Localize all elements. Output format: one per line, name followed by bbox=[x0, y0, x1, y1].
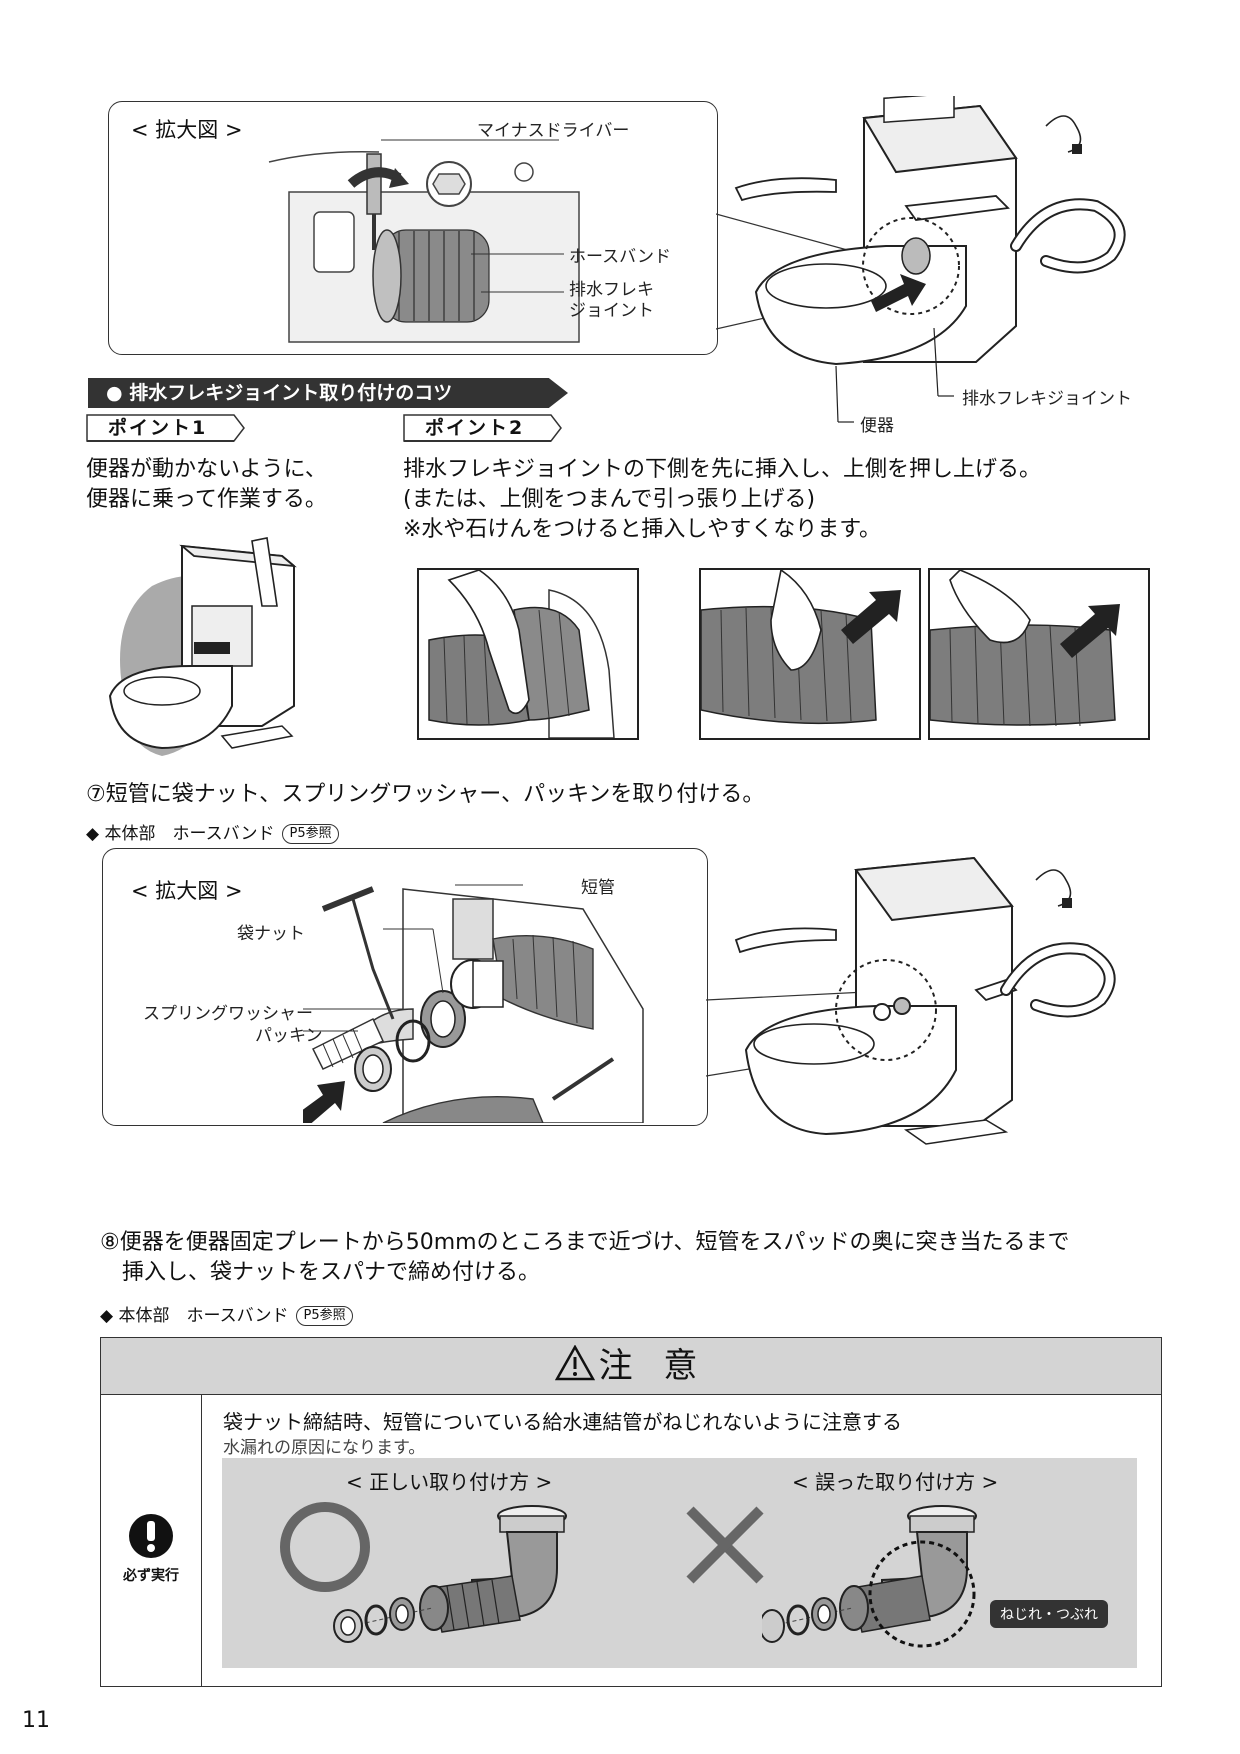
step8-text-line1: ⑧便器を便器固定プレートから50mmのところまで近づけ、短管をスパッドの奥に突き… bbox=[100, 1230, 1070, 1255]
twist-badge: ねじれ・つぶれ bbox=[990, 1600, 1108, 1628]
label-flex-joint-main: 排水フレキジョイント bbox=[962, 389, 1132, 409]
step8-ref-pill: P5参照 bbox=[296, 1306, 353, 1326]
step8-text-line2: 挿入し、袋ナットをスパナで締め付ける。 bbox=[122, 1260, 541, 1285]
label-toilet-main: 便器 bbox=[860, 416, 894, 436]
zoom-title: < 拡大図 > bbox=[131, 118, 243, 142]
point1-label: ポイント1 bbox=[108, 417, 208, 439]
step7-parts-label: ◆ 本体部 ホースバンド bbox=[86, 824, 275, 844]
caution-left-column: 必ず実行 bbox=[101, 1395, 202, 1686]
correct-label: < 正しい取り付け方 > bbox=[346, 1470, 553, 1494]
point2-tab: ポイント2 bbox=[403, 414, 563, 442]
page-number: 11 bbox=[22, 1708, 50, 1733]
step7-zoom-illustration bbox=[303, 884, 644, 1123]
step8-parts-label: ◆ 本体部 ホースバンド bbox=[100, 1306, 289, 1326]
wrong-cross-icon bbox=[686, 1506, 764, 1584]
correct-pipe-illustration bbox=[333, 1505, 567, 1643]
point1-text-line1: 便器が動かないように、 bbox=[86, 457, 327, 482]
label-bag-nut: 袋ナット bbox=[237, 924, 305, 944]
toilet-main-illustration-step7 bbox=[706, 856, 1116, 1145]
label-hose-band: ホースバンド bbox=[569, 247, 671, 267]
caution-sub: 水漏れの原因になります。 bbox=[223, 1438, 426, 1458]
step7-zoom-title: < 拡大図 > bbox=[131, 879, 243, 903]
point1-tab: ポイント1 bbox=[86, 414, 246, 442]
point2-photo-3 bbox=[928, 568, 1150, 740]
step8-parts: ◆ 本体部 ホースバンド P5参照 bbox=[100, 1301, 353, 1326]
caution-header: 注 意 bbox=[101, 1338, 1161, 1395]
point1-text-line2: 便器に乗って作業する。 bbox=[86, 487, 327, 512]
caution-box: 注 意 必ず実行 袋ナット締結時、短管についている給水連結管がねじれないように注… bbox=[100, 1337, 1162, 1687]
label-spring-washer: スプリングワッシャー bbox=[143, 1004, 313, 1024]
wrong-label: < 誤った取り付け方 > bbox=[792, 1470, 999, 1494]
caution-heading: 袋ナット締結時、短管についている給水連結管がねじれないように注意する bbox=[223, 1410, 902, 1434]
install-comparison-panel: < 正しい取り付け方 > < 誤った取り付け方 > ねじれ・つぶれ bbox=[222, 1458, 1137, 1668]
label-screwdriver: マイナスドライバー bbox=[477, 121, 630, 141]
label-short-pipe: 短管 bbox=[581, 878, 615, 898]
point2-text-line2: (または、上側をつまんで引っ張り上げる) bbox=[403, 487, 816, 512]
point2-text-line3: ※水や石けんをつけると挿入しやすくなります。 bbox=[403, 517, 882, 542]
step7-ref-pill: P5参照 bbox=[282, 824, 339, 844]
label-flex-joint: 排水フレキ ジョイント bbox=[569, 280, 654, 321]
point2-photo-2 bbox=[699, 568, 921, 740]
drain-joint-zoom-illustration bbox=[268, 139, 580, 343]
label-packing: パッキン bbox=[255, 1026, 323, 1046]
point2-photo-1 bbox=[417, 568, 639, 740]
point1-illustration bbox=[108, 537, 297, 756]
wrong-pipe-illustration bbox=[762, 1505, 977, 1648]
step7-parts: ◆ 本体部 ホースバンド P5参照 bbox=[86, 819, 339, 844]
tips-banner: ● 排水フレキジョイント取り付けのコツ bbox=[88, 378, 568, 408]
must-do-label: 必ず実行 bbox=[123, 1568, 179, 1584]
top-zoom-box: < 拡大図 > マイナスドライバー ホースバンド 排水フレキ ジョイント bbox=[108, 101, 718, 355]
caution-title: 注 意 bbox=[598, 1346, 708, 1386]
step7-text: ⑦短管に袋ナット、スプリングワッシャー、パッキンを取り付ける。 bbox=[86, 782, 765, 807]
toilet-main-illustration-top bbox=[716, 96, 1126, 423]
exclamation-icon bbox=[129, 1514, 173, 1558]
point2-text-line1: 排水フレキジョイントの下側を先に挿入し、上側を押し上げる。 bbox=[403, 457, 1042, 482]
point2-label: ポイント2 bbox=[425, 417, 525, 439]
warning-triangle-icon bbox=[554, 1344, 595, 1381]
correct-circle-icon bbox=[280, 1502, 370, 1592]
step7-zoom-box: < 拡大図 > 短管 袋ナット スプリングワッシャー パッキン bbox=[102, 848, 708, 1126]
